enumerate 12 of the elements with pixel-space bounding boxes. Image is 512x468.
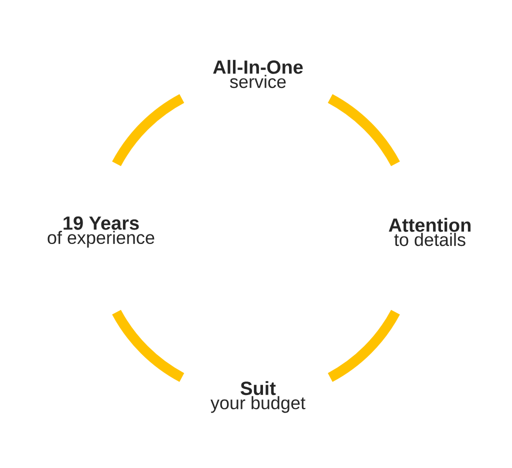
caption-text: service xyxy=(230,74,286,88)
heading-text: Suit xyxy=(240,381,276,396)
arc-connector xyxy=(112,94,184,166)
arc-connector xyxy=(328,310,400,382)
caption-text: to details xyxy=(394,232,466,246)
arc-connector xyxy=(328,94,400,166)
heading-text: Attention xyxy=(388,218,470,232)
caption-text: of experience xyxy=(48,230,154,248)
heading-text: 19 Years xyxy=(64,216,139,230)
caption-text: your budget xyxy=(210,396,306,413)
heading-text: All-In-One xyxy=(213,60,303,74)
arc-connector xyxy=(112,310,184,382)
